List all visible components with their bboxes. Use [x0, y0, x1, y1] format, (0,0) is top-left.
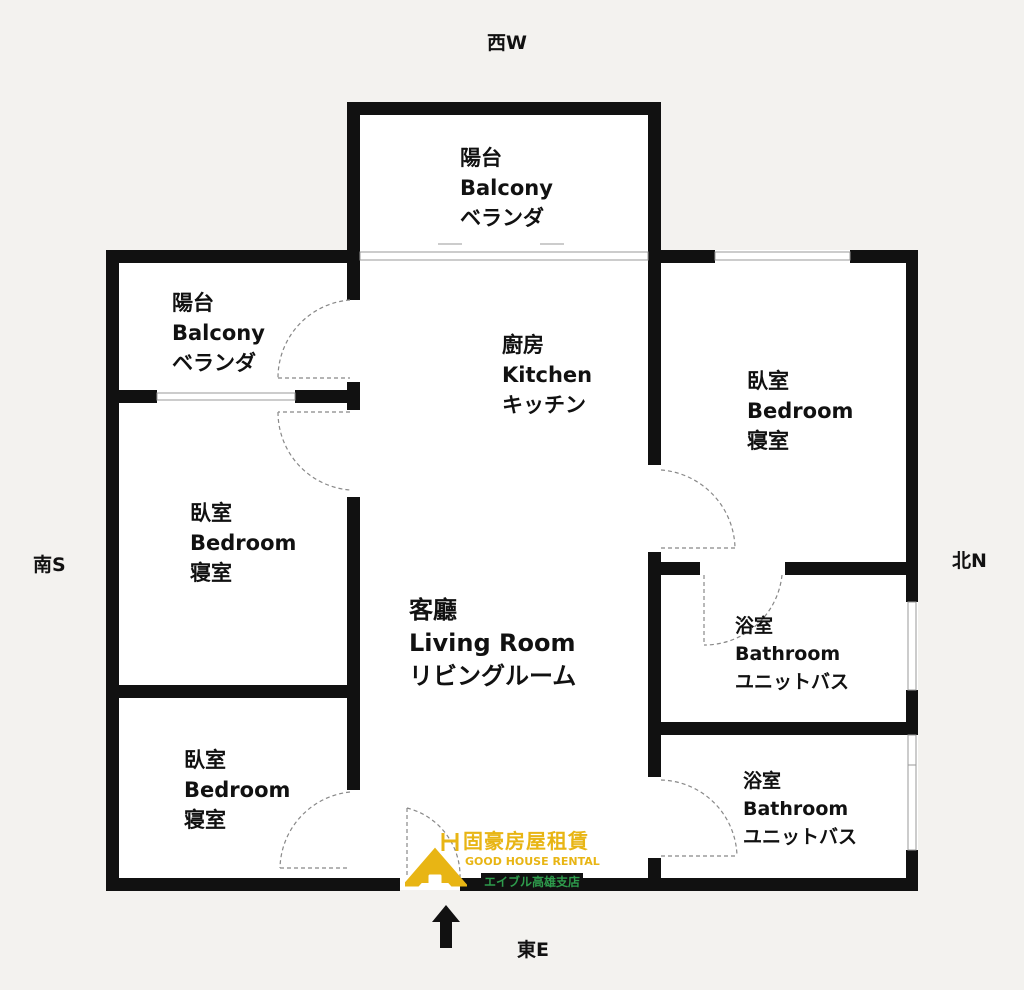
direction-west: 西W — [487, 32, 527, 54]
direction-east: 東E — [517, 939, 549, 961]
good-house-rental-logo: 固豪房屋租賃 GOOD HOUSE RENTAL エイブル高雄支店 — [405, 825, 625, 895]
direction-south: 南S — [33, 554, 66, 576]
house-logo-icon — [405, 833, 467, 887]
door-swings — [277, 299, 783, 879]
windows — [156, 251, 917, 851]
floor — [106, 102, 918, 890]
entrance-arrow-icon — [432, 905, 460, 948]
direction-north: 北N — [952, 550, 987, 572]
walls — [106, 102, 918, 891]
logo-japanese-text: エイブル高雄支店 — [481, 873, 584, 890]
logo-chinese-text: 固豪房屋租賃 — [463, 829, 589, 853]
logo-english-text: GOOD HOUSE RENTAL — [465, 855, 600, 868]
